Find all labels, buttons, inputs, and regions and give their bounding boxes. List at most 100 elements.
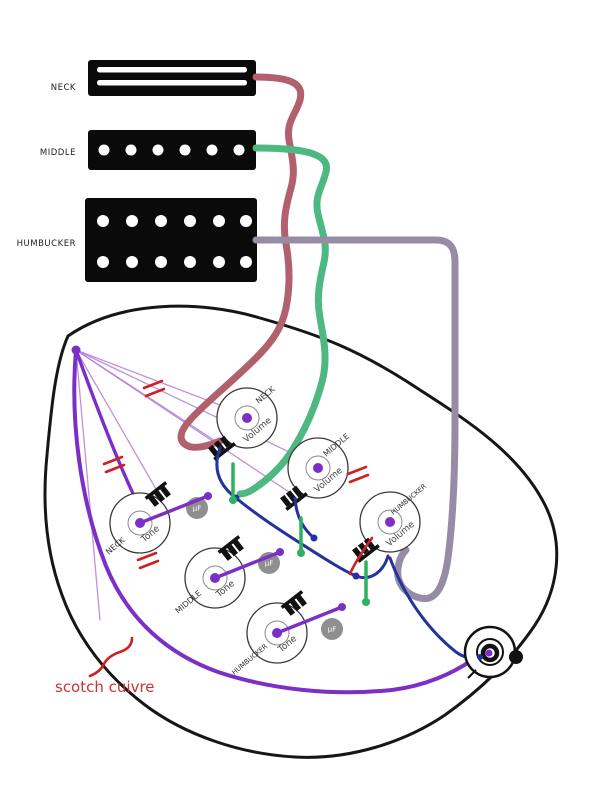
lug [226,544,239,557]
pot-center-dot [313,463,323,473]
lug [221,548,233,561]
solder-joint [362,598,370,606]
lug [208,444,220,457]
pickup-neck [88,60,256,96]
hot-slash-mark [142,379,166,398]
capacitor-label: µF [328,626,336,634]
lug [295,594,307,607]
solder-joint [297,549,305,557]
capacitor-body [321,618,343,640]
ground-branch-wire [74,348,141,512]
jack-tab [467,669,477,679]
wiper-wire [275,605,344,635]
pickup-middle-body [88,130,256,170]
neck-pickup-wire [177,73,305,451]
cavity-outline [43,304,559,759]
pickup-neck-label: NECK [51,83,76,93]
pot-center-dot [385,517,395,527]
lug [232,539,244,552]
pickup-neck-rail [97,67,247,73]
pickup-humbucker [85,198,257,282]
jack-terminal [509,650,523,664]
pole-dot [155,256,167,268]
pole-dot [213,215,225,227]
shield-line [75,349,161,497]
pickup-neck-body [88,60,256,96]
capacitor-humbucker: µF [321,618,343,640]
capacitor-label: µF [265,560,273,568]
pole-dot [240,256,252,268]
lug [159,485,171,498]
output-jack [463,625,523,679]
solder-joint [204,492,212,500]
pole-dot [125,144,137,156]
lug-base [357,544,380,563]
lug [284,603,296,616]
pole-dot [155,215,167,227]
pole-dot [184,215,196,227]
pot-lugs [280,590,307,616]
pole-dot [213,256,225,268]
shield-line [75,349,101,621]
shield-line [75,349,311,463]
pole-dot [126,256,138,268]
lug [213,440,226,453]
solder-joint [338,603,346,611]
pole-dot [240,215,252,227]
pole-dot [233,144,245,156]
hot-marks [88,379,374,678]
pot-middle-volume: MIDDLE Volume [280,432,351,511]
hot-slash-mark [102,455,126,474]
lug-base [217,535,241,554]
pickup-neck-rail [97,80,247,86]
middle-pickup-wire [236,144,331,498]
hot-slash-mark [346,465,370,484]
solder-joint [310,534,318,542]
solder-joint [477,654,483,660]
lug [219,435,231,448]
lug-base [144,481,168,500]
pickup-middle-label: MIDDLE [40,148,76,158]
pot-humbucker-tone: Tone HUMBUCKER [230,590,308,677]
jumper-wires [229,462,370,606]
hot-slash-mark [136,551,160,570]
solder-joint [229,496,237,504]
wiper-wire [138,494,210,525]
pot-lugs [217,535,244,561]
lug [291,485,303,498]
pot-lugs [144,481,171,507]
pot-neck-tone: Tone NECK [104,481,171,557]
lug [148,494,160,507]
pole-dot [126,215,138,227]
pole-dot [152,144,164,156]
pot-neck-volume: NECK Volume [208,384,278,461]
pole-dot [97,215,109,227]
pot-center-dot [242,413,252,423]
capacitor-label: µF [193,505,201,513]
pole-dot [179,144,191,156]
pickup-humbucker-label: HUMBUCKER [17,239,76,249]
lug [280,494,292,507]
wiper-wire [213,550,282,580]
wiper-wires [138,492,346,635]
signal-branch-wire [293,496,316,540]
shield-star-point [71,345,81,355]
jack-nut [480,643,500,663]
annotation-text: scotch cuivre [55,678,155,696]
pole-dot [97,256,109,268]
pole-dot [98,144,110,156]
pickup-humbucker-body [85,198,257,282]
solder-joint [276,548,284,556]
annotation-squiggle [88,636,134,678]
solder-joint [485,649,493,657]
hot-wire [348,536,374,576]
lug [153,490,166,503]
pole-dot [206,144,218,156]
pickup-middle [88,130,256,170]
lug [289,599,302,612]
lug-base [280,590,304,609]
solder-joint [352,572,360,580]
pot-middle-tone: Tone MIDDLE [174,535,246,616]
